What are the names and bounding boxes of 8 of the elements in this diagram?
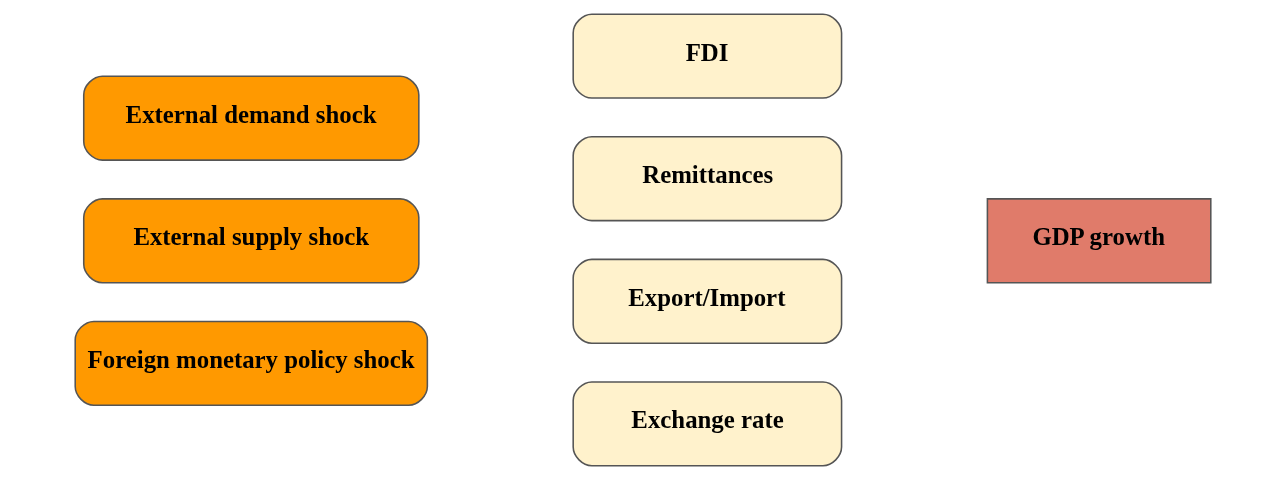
node-box: Remittances [571, 136, 842, 222]
node-box: Export/Import [571, 258, 842, 344]
node-box: Exchange rate [571, 381, 842, 467]
node-box: GDP growth [986, 198, 1212, 284]
node-box: External supply shock [82, 198, 420, 284]
node-box: Foreign monetary policy shock [73, 320, 428, 406]
node-box: External demand shock [82, 75, 420, 161]
node-box: FDI [571, 13, 842, 99]
